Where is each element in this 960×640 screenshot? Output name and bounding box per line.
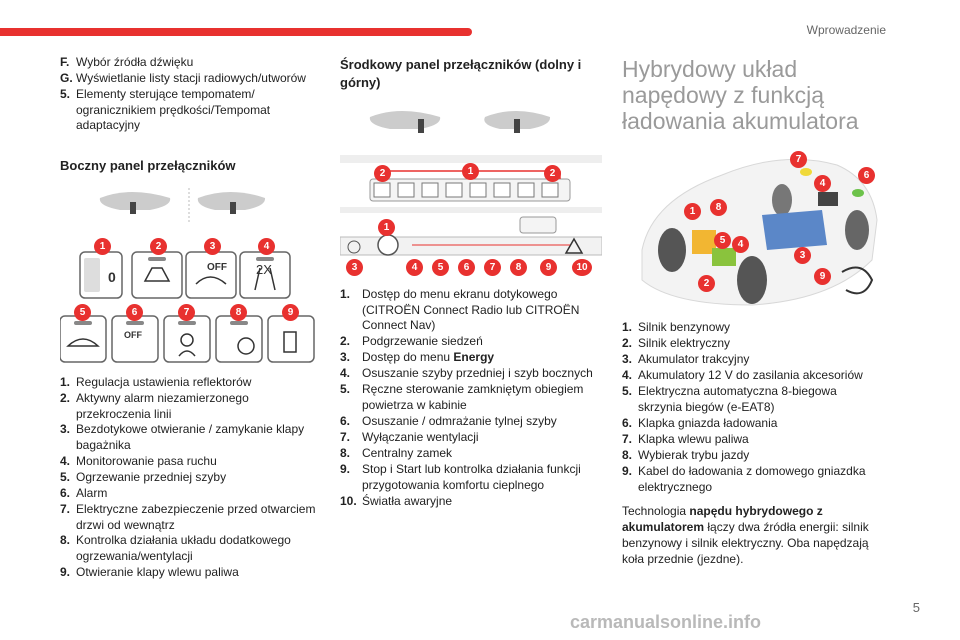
callout-badge: 5 <box>714 232 731 249</box>
callout-badge: 3 <box>346 259 363 276</box>
callout-badge: 1 <box>94 238 111 255</box>
hybrid-car-figure <box>641 158 878 306</box>
list-item: 8.Wybierak trybu jazdy <box>622 448 750 462</box>
charging-cable-icon <box>841 266 874 295</box>
wheel-icon <box>845 210 869 250</box>
callout-badge: 4 <box>814 175 831 192</box>
list-item: 6.Osuszanie / odmrażanie tylnej szyby <box>340 414 557 428</box>
callout-badge: 7 <box>178 304 195 321</box>
callout-badge: 1 <box>378 219 395 236</box>
list-item: 10.Światła awaryjne <box>340 494 453 508</box>
list-item: 5.Elementy sterujące tempomatem/ ogranic… <box>60 87 271 132</box>
list-item: 4.Akumulatory 12 V do zasilania akcesori… <box>622 368 863 382</box>
electric-motor-icon <box>712 248 736 266</box>
callout-badge: 6 <box>458 259 475 276</box>
wheel-icon <box>772 184 792 216</box>
list-item: 9.Stop i Start lub kontrolka działania f… <box>340 462 581 492</box>
list-item: 6.Klapka gniazda ładowania <box>622 416 778 430</box>
steering-wheel-icon <box>99 188 266 222</box>
list-item: 7.Wyłączanie wentylacji <box>340 430 479 444</box>
traction-battery-icon <box>762 210 827 250</box>
callout-badge: 9 <box>282 304 299 321</box>
callout-badge: 5 <box>432 259 449 276</box>
twox-label: 2X <box>256 262 272 277</box>
list-item: 5.Ogrzewanie przedniej szyby <box>60 470 227 484</box>
off-label: OFF <box>124 330 142 340</box>
list-item: 2.Silnik elektryczny <box>622 336 731 350</box>
callout-badge: 2 <box>544 165 561 182</box>
callout-badge: 3 <box>204 238 221 255</box>
battery-12v-icon <box>818 192 838 206</box>
callout-badge: 8 <box>710 199 727 216</box>
list-item: 7.Klapka wlewu paliwa <box>622 432 749 446</box>
hybrid-description: Technologia napędu hybrydowego z akumula… <box>622 504 869 566</box>
list-item: F.Wybór źródła dźwięku <box>60 55 194 69</box>
switch-row-1: 0 <box>79 251 291 299</box>
upper-switch-strip <box>340 155 602 213</box>
switch-row-2 <box>60 315 315 363</box>
callout-badge: 4 <box>732 236 749 253</box>
lower-switch-strip <box>340 216 602 256</box>
side-switch-panel-figure: 0 <box>60 188 315 363</box>
fuel-flap-icon <box>800 168 812 176</box>
wheel-icon <box>658 228 686 272</box>
callout-badge: 9 <box>540 259 557 276</box>
list-item: 2.Podgrzewanie siedzeń <box>340 334 483 348</box>
callout-badge: 3 <box>794 247 811 264</box>
page-number: 5 <box>912 600 920 615</box>
callout-badge: 10 <box>572 259 592 276</box>
steering-wheel-icon <box>369 111 551 133</box>
list-item: 3.Akumulator trakcyjny <box>622 352 750 366</box>
watermark: carmanualsonline.info <box>570 612 762 632</box>
list-item: 9.Otwieranie klapy wlewu paliwa <box>60 565 239 579</box>
callout-badge: 2 <box>698 275 715 292</box>
callout-badge: 5 <box>74 304 91 321</box>
callout-badge: 9 <box>814 268 831 285</box>
list-item: 3.Dostęp do menu Energy <box>340 350 495 364</box>
callout-badge: 2 <box>374 165 391 182</box>
callout-badge: 1 <box>462 163 479 180</box>
callout-badge: 2 <box>150 238 167 255</box>
section-title: Wprowadzenie <box>806 23 886 37</box>
callout-badge: 4 <box>258 238 275 255</box>
list-item: 4.Monitorowanie pasa ruchu <box>60 454 217 468</box>
callout-badge: 1 <box>684 203 701 220</box>
list-item: 1.Dostęp do menu ekranu dotykowego (CITR… <box>340 287 580 332</box>
list-item: G.Wyświetlanie listy stacji radiowych/ut… <box>60 71 306 85</box>
list-item: 5.Ręczne sterowanie zamkniętym obiegiem … <box>340 382 584 412</box>
zero-label: 0 <box>108 269 116 285</box>
callout-badge: 4 <box>406 259 423 276</box>
side-panel-heading: Boczny panel przełączników <box>60 158 236 173</box>
charging-flap-icon <box>852 189 864 197</box>
list-item: 5.Elektryczna automatyczna 8-biegowa skr… <box>622 384 837 414</box>
callout-badge: 7 <box>484 259 501 276</box>
list-item: 1.Regulacja ustawienia reflektorów <box>60 375 252 389</box>
top-accent-bar <box>0 28 472 36</box>
list-item: 3.Bezdotykowe otwieranie / zamykanie kla… <box>60 422 305 452</box>
list-item: 1.Silnik benzynowy <box>622 320 731 334</box>
list-item: 7.Elektryczne zabezpieczenie przed otwar… <box>60 502 316 532</box>
hybrid-heading: Hybrydowy układ napędowy z funkcją ładow… <box>622 56 859 134</box>
list-item: 6.Alarm <box>60 486 108 500</box>
callout-badge: 6 <box>126 304 143 321</box>
list-item: 9.Kabel do ładowania z domowego gniazdka… <box>622 464 866 494</box>
center-switch-panel-figure <box>340 111 602 256</box>
wheel-icon <box>737 256 767 304</box>
list-item: 4.Osuszanie szyby przedniej i szyb boczn… <box>340 366 593 380</box>
list-item: 8.Kontrolka działania układu dodatkowego… <box>60 533 291 563</box>
list-item: 2.Aktywny alarm niezamierzonego przekroc… <box>60 391 249 421</box>
list-item: 8.Centralny zamek <box>340 446 453 460</box>
callout-badge: 6 <box>858 167 875 184</box>
callout-badge: 8 <box>230 304 247 321</box>
off-label: OFF <box>207 262 227 273</box>
center-panel-heading: Środkowy panel przełączników (dolny i gó… <box>340 57 582 90</box>
callout-badge: 8 <box>510 259 527 276</box>
callout-badge: 7 <box>790 151 807 168</box>
